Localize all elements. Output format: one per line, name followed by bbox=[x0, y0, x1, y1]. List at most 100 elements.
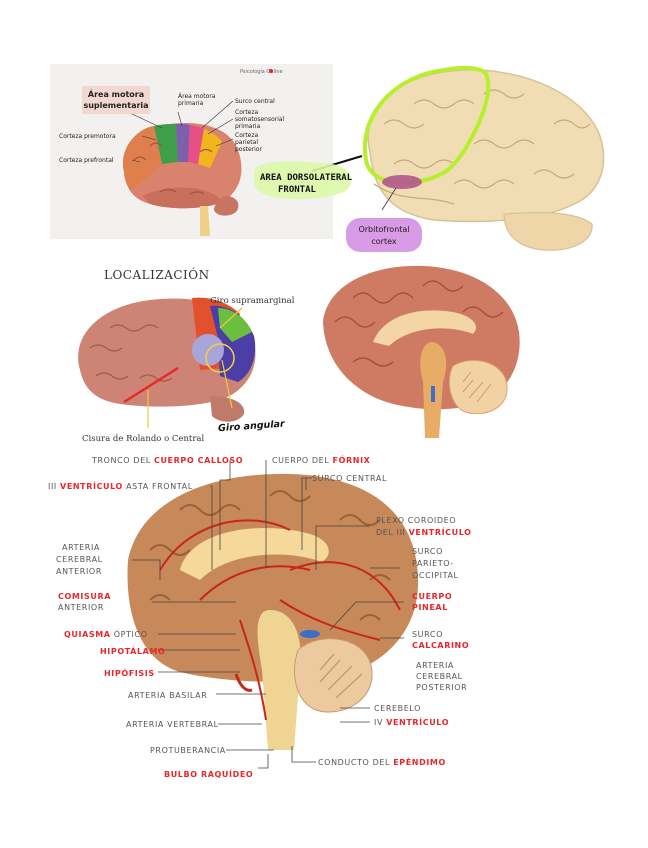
dorsolateral-diagram: AREA DORSOLATERAL FRONTAL Orbitofrontal … bbox=[254, 65, 605, 252]
label-plexo-1: PLEXO COROIDEO bbox=[376, 516, 456, 525]
label-motora-2: primaria bbox=[178, 100, 204, 107]
label-surco-po-2: PARIETO- bbox=[412, 559, 454, 568]
label-parietal-2: parietal bbox=[235, 139, 258, 146]
label-motora-1: Área motora bbox=[178, 93, 216, 100]
label-comisura-1: COMISURA bbox=[58, 592, 111, 601]
label-art-cer-ant-2: CEREBRAL bbox=[56, 555, 103, 564]
label-art-cer-post-1: ARTERIA bbox=[416, 661, 454, 670]
label-art-cer-post-2: CEREBRAL bbox=[416, 672, 463, 681]
panel-sagittal bbox=[313, 262, 525, 448]
label-art-basilar: ARTERIA BASILAR bbox=[128, 691, 207, 700]
label-parietal-1: Corteza bbox=[235, 132, 259, 139]
localization-title: LOCALIZACIÓN bbox=[104, 266, 210, 282]
label-comisura-2: ANTERIOR bbox=[58, 603, 104, 612]
motora-region bbox=[176, 124, 190, 162]
label-tronco-cuerpo-calloso: TRONCO DEL CUERPO CALLOSO bbox=[91, 456, 243, 465]
label-surco-po-3: OCCIPITAL bbox=[412, 571, 459, 580]
label-surco-central: SURCO CENTRAL bbox=[312, 474, 387, 483]
brand-dot bbox=[269, 69, 273, 73]
panel-motor-cortex: Psicología Online Área motora suplementa… bbox=[50, 64, 333, 239]
somato-region bbox=[188, 125, 204, 164]
anatomy-leaders bbox=[132, 460, 404, 769]
orbitofrontal-area bbox=[382, 175, 422, 189]
colored-brain bbox=[122, 123, 242, 236]
cerebellum bbox=[210, 396, 245, 422]
label-prefrontal: Corteza prefrontal bbox=[59, 157, 114, 164]
arbor-vitae bbox=[319, 653, 363, 699]
hipofisis-shape bbox=[234, 673, 253, 692]
corpus-callosum bbox=[373, 310, 477, 346]
label-pineal-2: PINEAL bbox=[412, 603, 448, 612]
title-line2: suplementaria bbox=[83, 101, 148, 110]
title-line1: Área motora bbox=[88, 88, 144, 99]
premotora-region bbox=[154, 124, 178, 164]
orbito-pointer bbox=[381, 187, 397, 211]
label-protuberancia: PROTUBERANCIA bbox=[150, 746, 226, 755]
arteries bbox=[159, 519, 401, 721]
label-art-vertebral: ARTERIA VERTEBRAL bbox=[126, 720, 219, 729]
ventricle-marker bbox=[431, 386, 435, 402]
label-cerebelo: CEREBELO bbox=[374, 704, 421, 713]
label-supramarginal: Giro supramarginal bbox=[210, 296, 295, 306]
label-soma-2: somatosensorial bbox=[235, 116, 285, 123]
label-conducto-ependimo: CONDUCTO DEL EPÉNDIMO bbox=[318, 756, 446, 767]
panel-anatomy: TRONCO DEL CUERPO CALLOSO CUERPO DEL FÓR… bbox=[40, 450, 620, 782]
gyri-lines bbox=[383, 89, 591, 189]
orbito-label-1: Orbitofrontal bbox=[358, 225, 409, 234]
brain-body bbox=[367, 69, 605, 223]
label-surco-central: Surco central bbox=[235, 98, 275, 105]
label-angular: Giro angular bbox=[218, 419, 287, 435]
localization-brain bbox=[78, 297, 256, 422]
dorsolateral-label-bg bbox=[254, 161, 352, 200]
brainstem bbox=[257, 610, 301, 750]
angular-pointer bbox=[221, 359, 233, 409]
parietal-region bbox=[198, 129, 222, 168]
supramarginal-pointer bbox=[219, 307, 243, 329]
label-iv-ventriculo: IV VENTRÍCULO bbox=[374, 716, 449, 727]
beige-brain bbox=[367, 69, 605, 251]
cerebellum bbox=[503, 212, 593, 251]
supramarginal-region bbox=[218, 308, 252, 342]
label-iii-ventriculo-asta: III VENTRÍCULO ASTA FRONTAL bbox=[48, 480, 193, 491]
label-surco-po-1: SURCO bbox=[412, 547, 443, 556]
label-art-cer-ant-3: ANTERIOR bbox=[56, 567, 102, 576]
title-box bbox=[82, 86, 150, 114]
overlay-circle-b bbox=[205, 343, 235, 373]
label-plexo-2: DEL III VENTRÍCULO bbox=[376, 526, 472, 537]
label-parietal-3: posterior bbox=[235, 146, 262, 153]
label-art-cer-ant-1: ARTERIA bbox=[62, 543, 100, 552]
label-surco-calc-1: SURCO bbox=[412, 630, 443, 639]
motor-cortex-diagram: Psicología Online Área motora suplementa… bbox=[59, 68, 285, 236]
label-surco-calc-2: CALCARINO bbox=[412, 641, 469, 650]
anatomy-diagram: TRONCO DEL CUERPO CALLOSO CUERPO DEL FÓR… bbox=[48, 454, 472, 779]
gyri-lines bbox=[334, 280, 504, 367]
panel-localization: LOCALIZACIÓN Giro supramarginal Giro ang… bbox=[60, 258, 310, 448]
label-cuerpo-fornix: CUERPO DEL FÓRNIX bbox=[272, 454, 371, 465]
label-hipofisis: HIPÓFISIS bbox=[104, 667, 155, 678]
brainstem bbox=[200, 206, 210, 236]
dorsolateral-label-1: AREA DORSOLATERAL bbox=[260, 173, 353, 183]
leader-lines bbox=[131, 100, 234, 163]
orbito-label-bg bbox=[346, 218, 422, 252]
gyri-lines bbox=[133, 142, 213, 195]
corpus-callosum bbox=[180, 528, 329, 580]
label-hipotalamo: HIPOTÁLAMO bbox=[100, 645, 165, 656]
label-bulbo: BULBO RAQUÍDEO bbox=[164, 768, 253, 779]
arbor-vitae bbox=[462, 371, 492, 403]
label-art-cer-post-3: POSTERIOR bbox=[416, 683, 467, 692]
label-quiasma: QUIASMA ÓPTICO bbox=[64, 628, 148, 639]
brand-logo: Psicología Online bbox=[240, 68, 283, 75]
label-soma-3: primaria bbox=[235, 123, 261, 130]
localization-diagram: LOCALIZACIÓN Giro supramarginal Giro ang… bbox=[78, 266, 295, 444]
dorsolateral-label-2: FRONTAL bbox=[278, 185, 317, 195]
rolando-line bbox=[123, 366, 179, 404]
sagittal-diagram bbox=[323, 265, 520, 438]
panel-dorsolateral: AREA DORSOLATERAL FRONTAL Orbitofrontal … bbox=[254, 64, 608, 258]
cerebellum bbox=[294, 638, 373, 713]
cerebellum bbox=[214, 196, 239, 216]
lateral-sulcus bbox=[373, 183, 455, 205]
label-rolando: Cisura de Rolando o Central bbox=[82, 434, 204, 444]
ventricle-marker bbox=[300, 630, 320, 638]
gyri-lines bbox=[149, 490, 391, 621]
label-pineal-1: CUERPO bbox=[412, 592, 452, 601]
